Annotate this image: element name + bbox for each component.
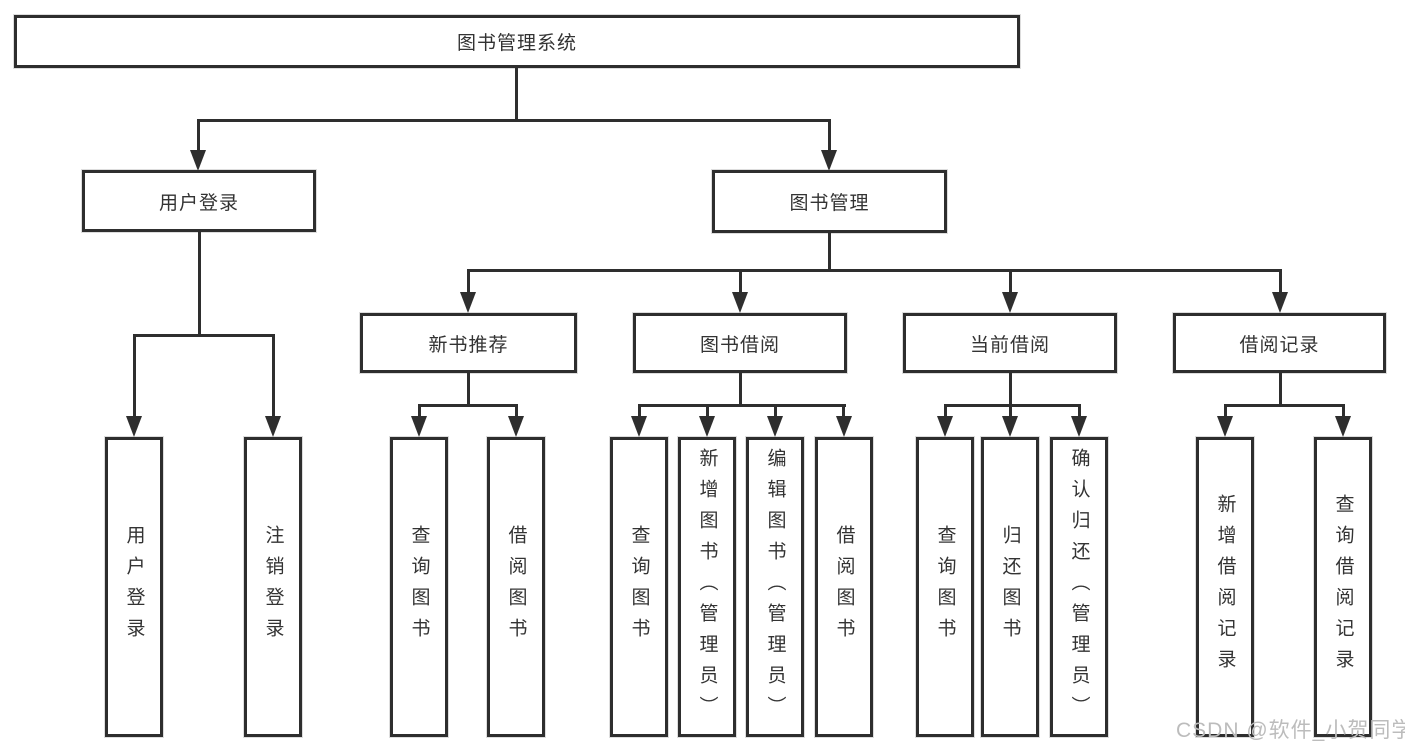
connector-branch-current-borrow (1009, 269, 1012, 294)
leaf-bb-add-books-admin: 新增图书（管理员） (678, 437, 736, 737)
connector-branch-bb-add (706, 404, 709, 419)
leaf-user-login: 用户登录 (105, 437, 163, 737)
connector-branch-new-book (467, 269, 470, 294)
connector-branch-cb-query (944, 404, 947, 419)
connector-branch-leaf-logout (272, 334, 275, 418)
arrowhead-leaf-login (126, 416, 142, 437)
connector-branch-book-management (828, 119, 831, 151)
connector-new-book-stub (467, 371, 470, 406)
arrowhead-br-add (1217, 416, 1233, 437)
leaf-logout: 注销登录 (244, 437, 302, 737)
arrowhead-bb-borrow (836, 416, 852, 437)
connector-branch-bb-query (638, 404, 641, 419)
node-library-management-system: 图书管理系统 (14, 15, 1020, 68)
arrowhead-nbr-borrow (508, 416, 524, 437)
connector-branch-user-login (197, 119, 200, 151)
connector-book-borrow-stub (739, 371, 742, 406)
connector-current-borrow-stub (1009, 371, 1012, 406)
arrowhead-cb-query (937, 416, 953, 437)
arrowhead-book-management (821, 150, 837, 171)
leaf-cb-return-books: 归还图书 (981, 437, 1039, 737)
connector-borrow-records-stub (1279, 371, 1282, 406)
arrowhead-borrow-records (1272, 292, 1288, 313)
connector-branch-leaf-login (133, 334, 136, 418)
node-borrowing-records: 借阅记录 (1173, 313, 1386, 373)
csdn-watermark: CSDN @软件_小贺同学 (1176, 719, 1405, 742)
arrowhead-br-query (1335, 416, 1351, 437)
connector-book-mgmt-split (467, 269, 1282, 272)
node-user-login: 用户登录 (82, 170, 316, 232)
arrowhead-cb-confirm (1071, 416, 1087, 437)
leaf-br-add-record: 新增借阅记录 (1196, 437, 1254, 737)
connector-branch-br-query (1342, 404, 1345, 419)
connector-branch-nbr-query (418, 404, 421, 419)
leaf-bb-borrow-books: 借阅图书 (815, 437, 873, 737)
arrowhead-user-login (190, 150, 206, 171)
node-current-borrowing: 当前借阅 (903, 313, 1117, 373)
connector-user-login-split (133, 334, 275, 337)
arrowhead-leaf-logout (265, 416, 281, 437)
connector-borrow-records-split (1224, 404, 1345, 407)
node-book-management: 图书管理 (712, 170, 947, 233)
arrowhead-cb-return (1002, 416, 1018, 437)
connector-new-book-split (418, 404, 518, 407)
arrowhead-current-borrow (1002, 292, 1018, 313)
connector-user-login-stub (198, 230, 201, 336)
connector-current-borrow-split (944, 404, 1081, 407)
leaf-bb-edit-books-admin: 编辑图书（管理员） (746, 437, 804, 737)
connector-book-borrow-split (638, 404, 846, 407)
leaf-nbr-query-books: 查询图书 (390, 437, 448, 737)
arrowhead-bb-query (631, 416, 647, 437)
leaf-nbr-borrow-books: 借阅图书 (487, 437, 545, 737)
connector-branch-bb-edit (774, 404, 777, 419)
connector-branch-br-add (1224, 404, 1227, 419)
connector-book-mgmt-stub (828, 231, 831, 272)
leaf-br-query-record: 查询借阅记录 (1314, 437, 1372, 737)
arrowhead-bb-add (699, 416, 715, 437)
connector-root-split (197, 119, 831, 122)
arrowhead-book-borrow (732, 292, 748, 313)
arrowhead-new-book (460, 292, 476, 313)
arrowhead-bb-edit (767, 416, 783, 437)
connector-branch-cb-return (1009, 404, 1012, 419)
connector-branch-bb-borrow (842, 404, 845, 419)
leaf-cb-confirm-return-admin: 确认归还（管理员） (1050, 437, 1108, 737)
leaf-bb-query-books: 查询图书 (610, 437, 668, 737)
leaf-cb-query-books: 查询图书 (916, 437, 974, 737)
node-new-book-recommend: 新书推荐 (360, 313, 577, 373)
node-book-borrowing: 图书借阅 (633, 313, 847, 373)
connector-branch-book-borrow (739, 269, 742, 294)
arrowhead-nbr-query (411, 416, 427, 437)
connector-branch-borrow-records (1279, 269, 1282, 294)
connector-branch-nbr-borrow (515, 404, 518, 419)
connector-root-stub (515, 66, 518, 120)
connector-branch-cb-confirm (1078, 404, 1081, 419)
